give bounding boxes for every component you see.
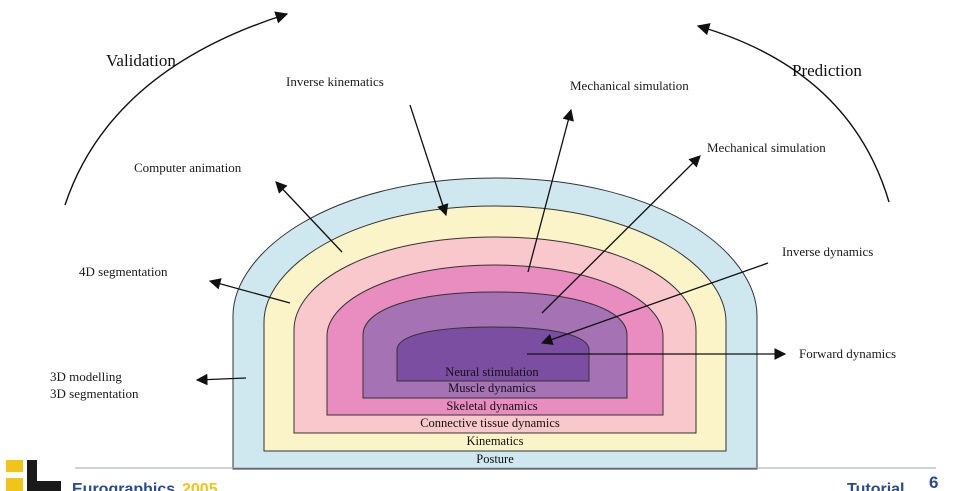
layer-label-connective: Connective tissue dynamics xyxy=(420,416,560,430)
footer-logo-text: Eurographics xyxy=(72,481,175,491)
footer-page-number: 6 xyxy=(929,473,938,491)
layer-label-posture: Posture xyxy=(476,452,514,466)
eurographics-logo-icon xyxy=(6,460,61,491)
arrow-3d-modelling xyxy=(195,373,247,386)
label-mechanical-simulation-1: Mechanical simulation xyxy=(570,78,689,93)
label-forward-dynamics: Forward dynamics xyxy=(799,346,896,361)
prediction-label: Prediction xyxy=(792,61,862,80)
layer-label-neural: Neural stimulation xyxy=(445,365,539,379)
layer-label-skeletal: Skeletal dynamics xyxy=(446,399,537,413)
label-mechanical-simulation-2: Mechanical simulation xyxy=(707,140,826,155)
arrow-mechanical-simulation-1 xyxy=(527,108,574,273)
label-3d-modelling: 3D modelling xyxy=(50,369,122,384)
prediction-arc xyxy=(696,23,890,203)
footer-logo-year: 2005 xyxy=(182,481,218,491)
label-3d-segmentation: 3D segmentation xyxy=(50,386,139,401)
footer: Eurographics 2005 Tutorial 6 xyxy=(6,460,938,491)
arrow-mechanical-simulation-2 xyxy=(541,155,701,314)
label-4d-segmentation: 4D segmentation xyxy=(79,264,168,279)
layer-label-kinematics: Kinematics xyxy=(467,434,524,448)
validation-label: Validation xyxy=(106,51,176,70)
label-inverse-dynamics: Inverse dynamics xyxy=(782,244,873,259)
footer-tutorial-label: Tutorial xyxy=(847,481,904,491)
validation-arc xyxy=(64,11,289,206)
arrow-inverse-kinematics xyxy=(409,104,449,217)
arrow-computer-animation xyxy=(275,181,343,253)
arrow-inverse-dynamics xyxy=(540,262,769,346)
label-computer-animation: Computer animation xyxy=(134,160,242,175)
layer-label-muscle: Muscle dynamics xyxy=(448,381,536,395)
label-inverse-kinematics: Inverse kinematics xyxy=(286,74,384,89)
arrow-4d-segmentation xyxy=(208,278,291,304)
